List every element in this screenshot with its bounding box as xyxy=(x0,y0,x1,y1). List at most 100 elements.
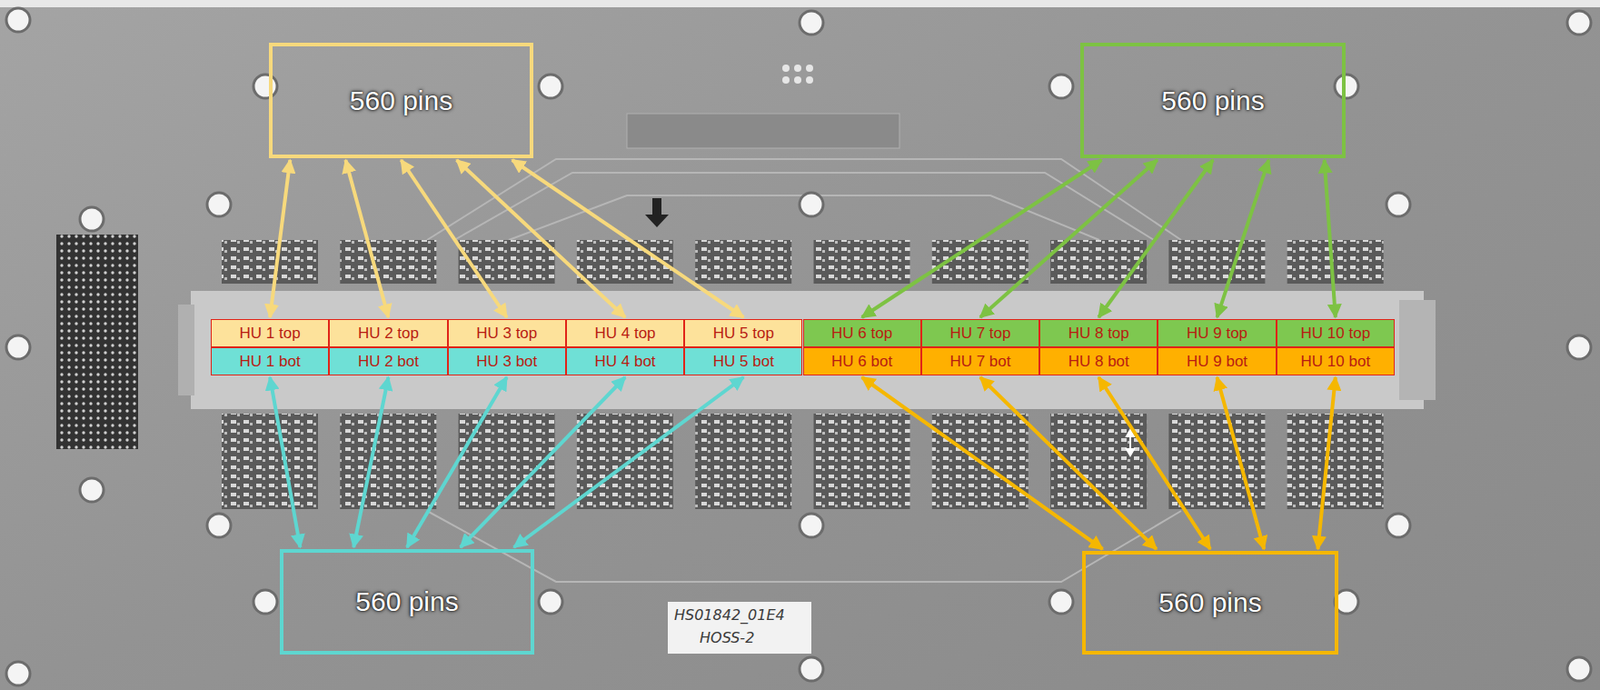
signal-arrow xyxy=(401,159,507,318)
hybrid-unit-cell: HU 10 top xyxy=(1276,318,1395,348)
component-cluster xyxy=(1050,239,1147,284)
unit-name: HU 10 top xyxy=(1301,324,1372,343)
signal-arrow xyxy=(269,377,300,547)
mounting-hole xyxy=(799,513,824,537)
signal-arrow xyxy=(460,377,626,547)
mounting-hole xyxy=(538,589,563,614)
component-cluster xyxy=(1287,413,1384,509)
unit-name: HU 9 top xyxy=(1186,324,1248,343)
mounting-hole xyxy=(79,477,104,502)
mounting-hole xyxy=(538,74,563,99)
hybrid-unit-cell: HU 3 bot xyxy=(447,347,567,376)
unit-name: HU 4 bot xyxy=(594,352,656,371)
signal-arrow xyxy=(1217,377,1265,549)
hybrid-unit-cell: HU 6 bot xyxy=(803,347,922,376)
unit-name: HU 3 bot xyxy=(476,352,537,371)
signal-arrow xyxy=(1098,377,1211,549)
mounting-hole xyxy=(1049,589,1074,614)
component-cluster xyxy=(695,413,792,509)
component-cluster xyxy=(695,239,792,284)
signal-arrow xyxy=(1324,159,1336,318)
unit-name: HU 3 top xyxy=(476,324,537,343)
unit-name: HU 6 bot xyxy=(831,352,893,371)
unit-name: HU 9 bot xyxy=(1186,352,1248,371)
hybrid-unit-cell: HU 3 top xyxy=(447,318,567,348)
signal-arrow xyxy=(407,377,507,547)
component-cluster xyxy=(814,413,911,509)
unit-name: HU 2 bot xyxy=(357,352,419,371)
hybrid-unit-cell: HU 8 top xyxy=(1039,318,1158,348)
component-cluster xyxy=(458,413,556,509)
unit-name: HU 8 top xyxy=(1068,324,1130,343)
unit-name: HU 7 bot xyxy=(949,352,1011,371)
signal-arrow xyxy=(1317,377,1335,549)
unit-name: HU 10 bot xyxy=(1301,352,1372,371)
signal-arrow xyxy=(353,377,388,547)
unit-name: HU 1 bot xyxy=(239,352,301,371)
component-cluster xyxy=(1168,239,1265,284)
signal-arrow xyxy=(980,159,1158,318)
mounting-hole xyxy=(6,8,30,32)
pin-count: 560 pins xyxy=(1161,85,1264,117)
mounting-hole xyxy=(799,10,824,35)
mounting-hole xyxy=(1386,192,1411,217)
hybrid-unit-cell: HU 5 bot xyxy=(684,347,803,376)
hybrid-unit-cell: HU 5 top xyxy=(684,318,803,348)
connector-pin-box: 560 pins xyxy=(1080,42,1346,159)
mounting-hole xyxy=(253,74,278,99)
component-cluster xyxy=(458,239,556,284)
mounting-hole xyxy=(799,192,824,217)
unit-name: HU 8 bot xyxy=(1068,352,1130,371)
mounting-hole xyxy=(6,661,30,686)
hybrid-unit-cell: HU 4 top xyxy=(566,318,685,348)
hybrid-unit-cell: HU 7 bot xyxy=(921,347,1040,376)
signal-arrow xyxy=(457,159,626,318)
hybrid-unit-cell: HU 8 bot xyxy=(1039,347,1158,376)
mounting-hole xyxy=(799,656,824,681)
signal-arrow xyxy=(1217,159,1270,318)
hybrid-unit-cell: HU 1 bot xyxy=(210,347,329,376)
mounting-hole xyxy=(1334,74,1359,99)
hybrid-unit-cell: HU 10 bot xyxy=(1276,347,1395,376)
signal-arrow xyxy=(1098,159,1213,318)
component-cluster xyxy=(221,413,319,509)
signal-arrow xyxy=(269,159,290,318)
signal-arrow xyxy=(345,159,388,318)
mounting-hole xyxy=(1049,74,1074,99)
mounting-hole xyxy=(207,192,231,217)
mounting-hole xyxy=(1567,656,1591,681)
signal-arrow xyxy=(512,159,745,318)
hybrid-unit-cell: HU 1 top xyxy=(210,318,329,348)
hybrid-unit-cell: HU 6 top xyxy=(803,318,922,348)
component-cluster xyxy=(814,239,911,284)
unit-name: HU 2 top xyxy=(357,324,419,343)
component-cluster xyxy=(339,413,437,509)
unit-name: HU 6 top xyxy=(831,324,893,343)
hybrid-unit-cell: HU 2 bot xyxy=(328,347,448,376)
hybrid-unit-cell: HU 4 bot xyxy=(566,347,685,376)
component-cluster xyxy=(1287,239,1384,284)
component-cluster xyxy=(339,239,437,284)
hybrid-unit-cell: HU 9 bot xyxy=(1157,347,1276,376)
connector-pin-box: 560 pins xyxy=(1082,550,1339,655)
sticker-text: HOSS-2 xyxy=(699,628,755,646)
signal-arrow xyxy=(980,377,1157,549)
hybrid-unit-cell: HU 2 top xyxy=(328,318,448,348)
sticker-text: HS01842_01E4 xyxy=(674,606,786,624)
unit-name: HU 5 top xyxy=(713,324,775,343)
unit-name: HU 5 bot xyxy=(713,352,775,371)
unit-name: HU 7 top xyxy=(949,324,1011,343)
connector-pin-box: 560 pins xyxy=(279,548,535,655)
unit-name: HU 4 top xyxy=(594,324,656,343)
pin-count: 560 pins xyxy=(1158,586,1262,618)
signal-arrow xyxy=(514,377,745,547)
signal-arrow xyxy=(862,159,1103,318)
component-cluster xyxy=(576,413,674,509)
mounting-hole xyxy=(1386,513,1411,537)
pin-count: 560 pins xyxy=(349,85,453,117)
mounting-hole xyxy=(1567,335,1591,359)
hybrid-unit-cell: HU 9 top xyxy=(1157,318,1276,348)
unit-name: HU 1 top xyxy=(239,324,301,343)
pin-count: 560 pins xyxy=(355,586,458,617)
